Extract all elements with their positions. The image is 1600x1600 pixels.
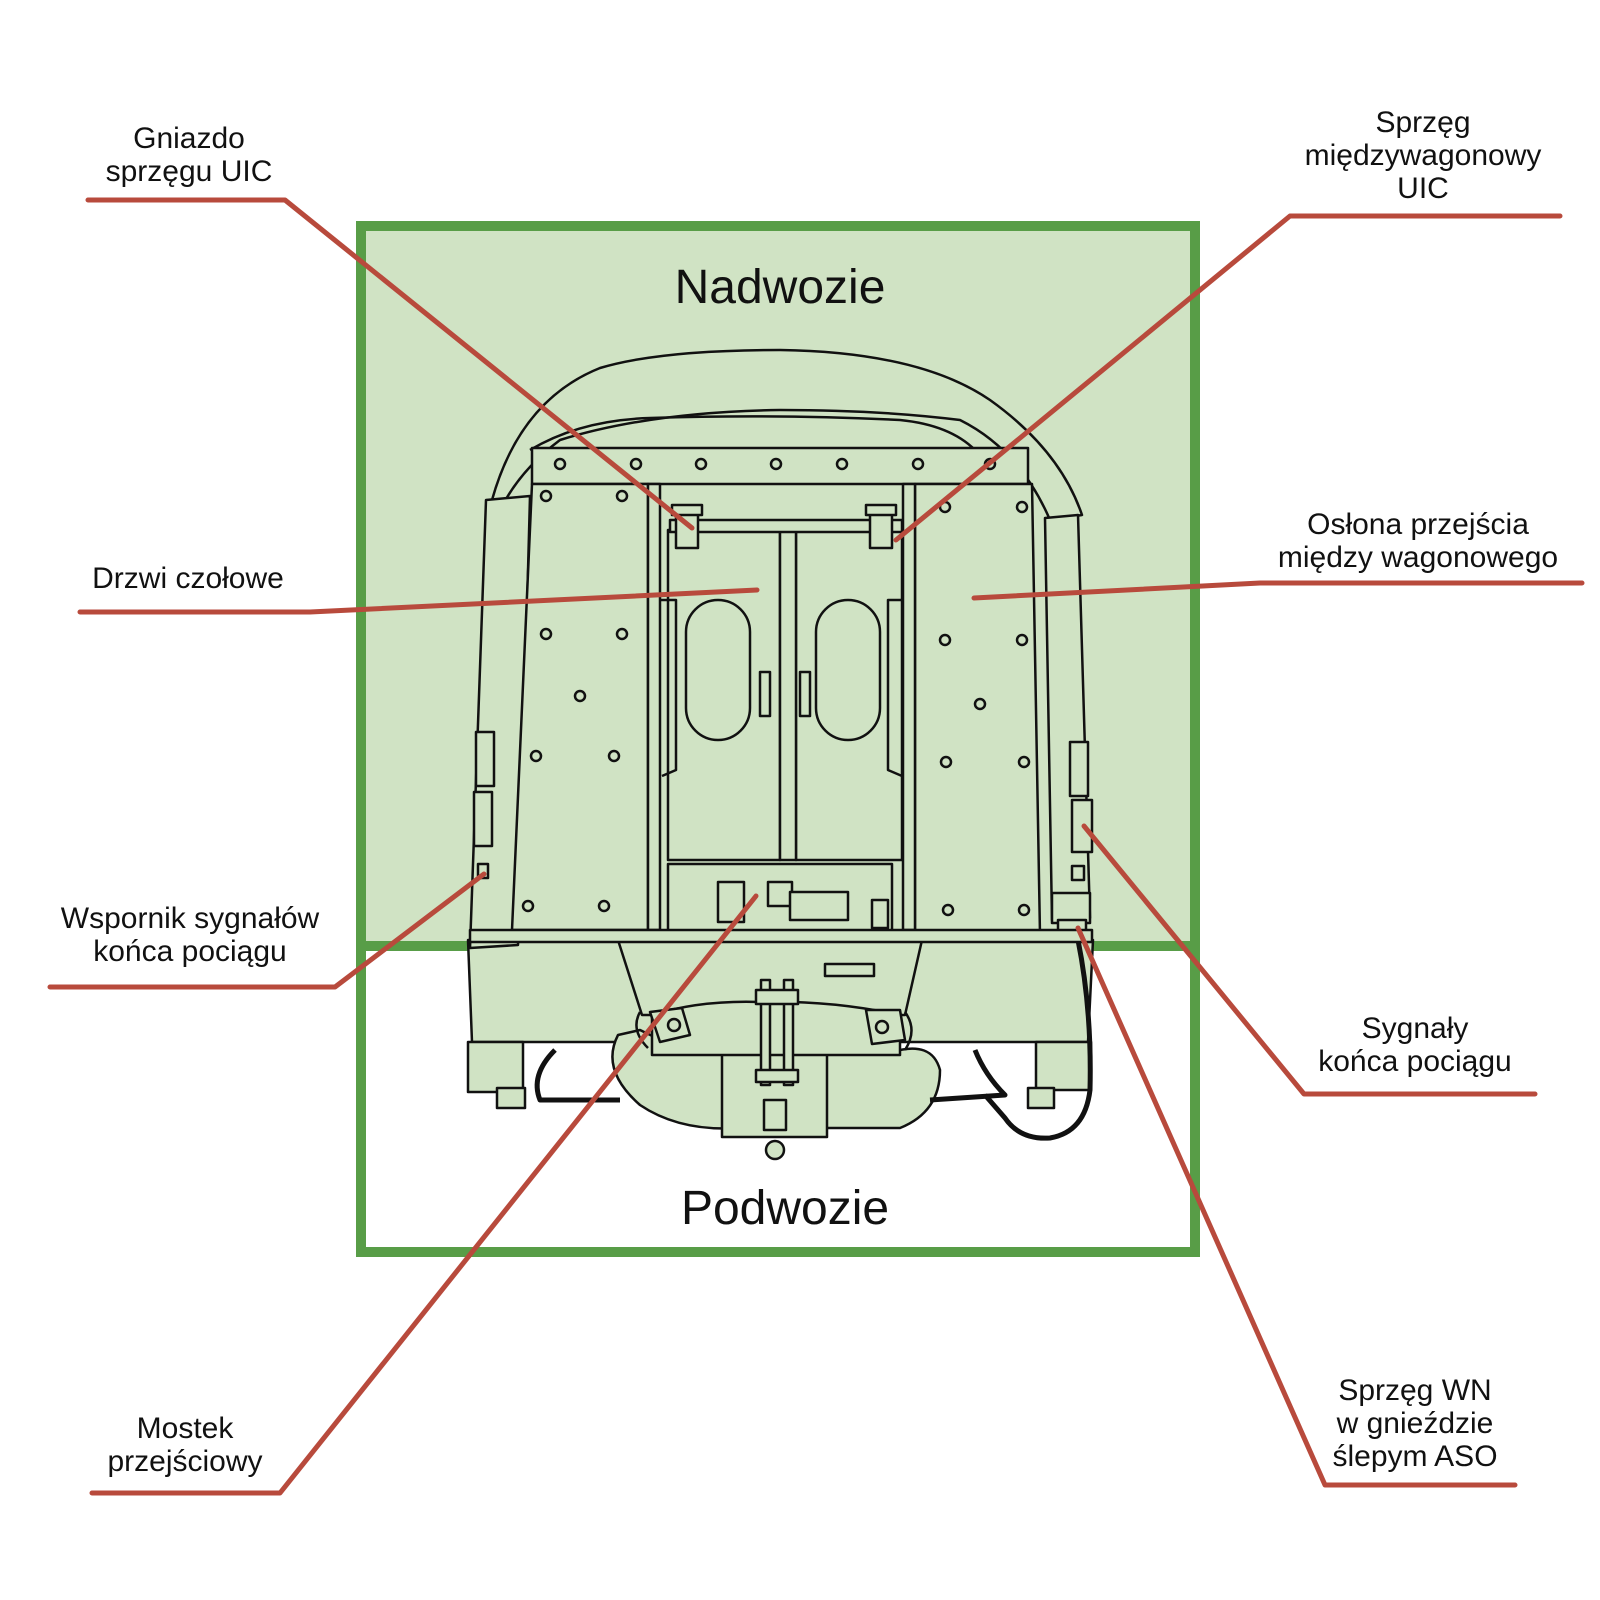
leader-sprzeg-uic [893,213,1563,543]
underframe [466,938,1095,1161]
leader-oslona [971,580,1585,601]
label-drzwi-czolowe: Drzwi czołowe [92,562,284,595]
leader-mostek [89,893,759,1496]
label-mostek-przejsciowy: Mostek przejściowy [107,1412,263,1478]
label-wspornik-sygnalow: Wspornik sygnałów końca pociągu [60,902,320,968]
podwozie-title: Podwozie [680,1182,890,1235]
train-car-drawing [466,348,1095,1161]
leader-sygnaly [1081,823,1538,1097]
label-sygnaly-konca-pociagu: Sygnały końca pociągu [1318,1012,1512,1078]
rivets [521,457,1031,917]
nadwozie-title: Nadwozie [674,261,886,314]
leader-drzwi [77,587,760,615]
hv-cables [534,939,1093,1141]
door-window-left [684,598,752,742]
label-sprzeg-wn-aso: Sprzęg WN w gnieździe ślepym ASO [1332,1374,1498,1473]
roof-inner-line [529,415,976,452]
label-sprzeg-miedzywagonowy-uic: Sprzęg międzywagonowy UIC [1304,106,1542,205]
leader-lines [47,197,1585,1496]
roof-outline [490,348,1084,522]
leader-gniazdo [85,197,695,531]
leader-sprzeg-wn [1075,925,1518,1488]
label-gniazdo-sprzegu-uic: Gniazdo sprzęgu UIC [105,122,273,188]
left-shield-panel [510,482,650,932]
leader-wspornik [47,871,487,990]
door-window-right [814,598,882,742]
label-oslona-przejscia: Osłona przejścia między wagonowego [1277,508,1559,574]
